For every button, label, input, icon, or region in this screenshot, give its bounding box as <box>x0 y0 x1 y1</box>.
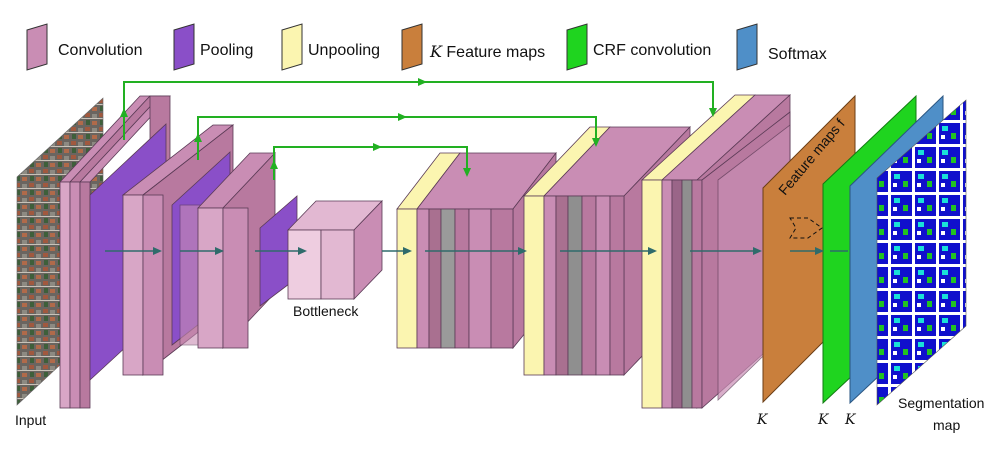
softmax-swatch-icon <box>736 23 758 71</box>
crf-swatch-icon <box>566 23 588 71</box>
legend-k-symbol: K <box>430 42 442 61</box>
decoder-block-2 <box>523 126 691 376</box>
segmentation-label-line2: map <box>933 417 960 433</box>
legend-label-feature-maps: K Feature maps <box>430 42 545 62</box>
convolution-swatch-icon <box>26 23 48 71</box>
segmentation-map <box>876 99 967 406</box>
bottleneck-label: Bottleneck <box>293 303 359 319</box>
feature-maps-swatch-icon <box>401 23 423 71</box>
pooling-swatch-icon <box>173 23 195 71</box>
k-label-crf: K <box>817 412 830 428</box>
bottleneck-block <box>287 200 383 300</box>
legend-label-convolution: Convolution <box>58 42 143 59</box>
legend-feature-maps-text: Feature maps <box>441 44 546 61</box>
legend-label-unpooling: Unpooling <box>308 42 381 59</box>
k-label-feature-maps: K <box>756 412 769 428</box>
skip-connections <box>120 78 717 180</box>
unpooling-swatch-icon <box>281 23 303 71</box>
k-label-softmax: K <box>844 412 857 428</box>
legend-label-softmax: Softmax <box>768 46 827 63</box>
legend-label-pooling: Pooling <box>200 42 254 59</box>
legend-label-crf: CRF convolution <box>593 42 712 59</box>
input-label: Input <box>15 412 46 428</box>
segmentation-label-line1: Segmentation <box>898 395 984 411</box>
encoder-block-3 <box>197 151 298 350</box>
